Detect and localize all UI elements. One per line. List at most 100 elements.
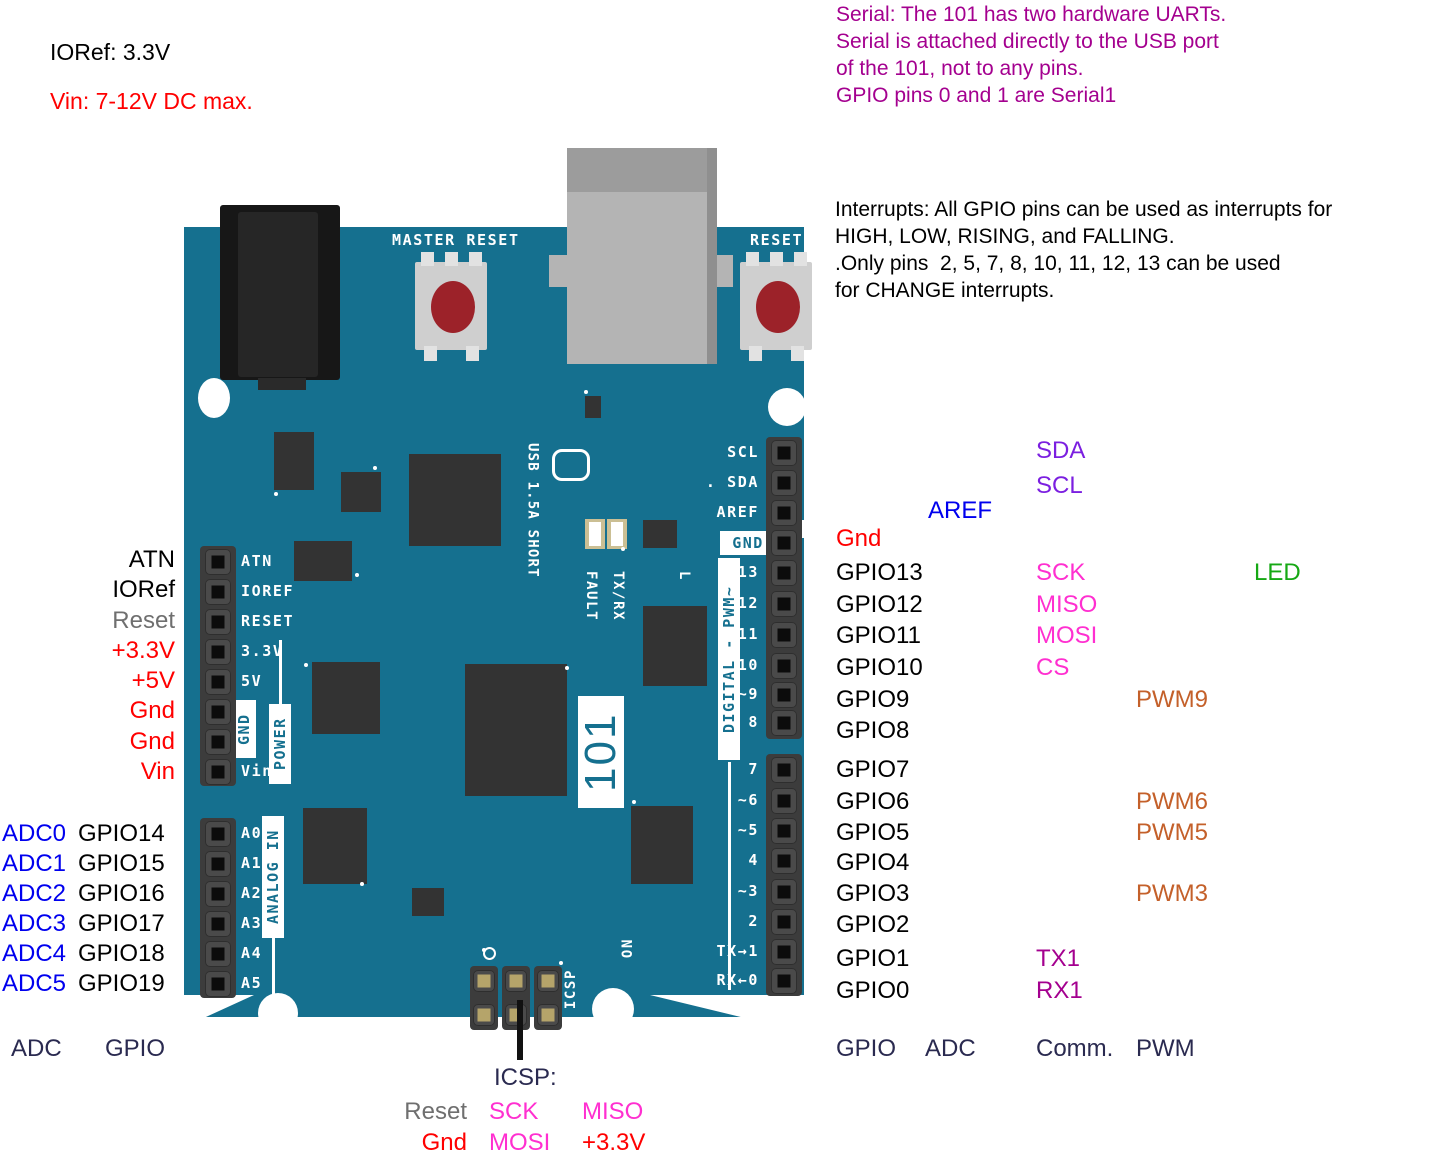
icsp-header-col-1[interactable] bbox=[502, 966, 530, 1030]
digital-top-socket-4[interactable] bbox=[768, 560, 800, 586]
digital-bottom-socket-5[interactable] bbox=[768, 909, 800, 935]
right-gpio-label-16: GPIO1 bbox=[836, 945, 910, 972]
right-legend-pwm: PWM bbox=[1136, 1035, 1195, 1062]
right-gpio-label-4: GPIO13 bbox=[836, 559, 923, 586]
icsp-label-miso: MISO bbox=[582, 1098, 644, 1125]
power-silk-rule bbox=[279, 640, 282, 706]
digital-bottom-socket-6[interactable] bbox=[768, 939, 800, 965]
power-header-socket-4[interactable] bbox=[202, 669, 234, 695]
chip-j bbox=[412, 888, 444, 916]
board-name-101: 101 bbox=[576, 696, 625, 808]
digital-bottom-socket-0[interactable] bbox=[768, 757, 800, 783]
interrupts-note: Interrupts: All GPIO pins can be used as… bbox=[835, 198, 1333, 302]
right-comm-label-4: SCK bbox=[1036, 559, 1086, 586]
analog-header-socket-2[interactable] bbox=[202, 881, 234, 907]
right-aref-label: AREF bbox=[928, 497, 993, 524]
chip-k bbox=[643, 520, 677, 548]
master-reset-leg-tr bbox=[469, 252, 482, 266]
digital-top-socket-6[interactable] bbox=[768, 622, 800, 648]
master-reset-leg-tl bbox=[421, 252, 434, 266]
pcb-dot-1 bbox=[584, 390, 588, 394]
txrx-silk: TX/RX bbox=[610, 571, 626, 622]
power-pin-silk-1: IOREF bbox=[241, 582, 295, 600]
digital-bottom-socket-4[interactable] bbox=[768, 879, 800, 905]
led-ring bbox=[552, 449, 590, 481]
power-header-socket-6[interactable] bbox=[202, 729, 234, 755]
right-gpio-label-13: GPIO4 bbox=[836, 849, 910, 876]
digital-top-socket-8[interactable] bbox=[768, 682, 800, 708]
reset-cap[interactable] bbox=[756, 281, 800, 333]
power-header-socket-5[interactable] bbox=[202, 699, 234, 725]
digital-top-socket-3[interactable] bbox=[768, 530, 800, 556]
analog-header[interactable] bbox=[200, 818, 236, 998]
analog-header-socket-1[interactable] bbox=[202, 851, 234, 877]
digital-top-silk-9: 8 bbox=[748, 713, 759, 731]
icsp-label-sck: SCK bbox=[489, 1098, 539, 1125]
analog-header-socket-4[interactable] bbox=[202, 941, 234, 967]
chip-i bbox=[303, 808, 367, 884]
analog-pin-silk-1: A1 bbox=[241, 854, 263, 872]
usb-tab-right bbox=[713, 255, 733, 287]
left-gpio-label-3: GPIO17 bbox=[78, 910, 165, 937]
left-adc-label-2: ADC2 bbox=[2, 880, 67, 907]
analog-in-silk: ANALOG IN bbox=[262, 816, 284, 938]
right-gpio-label-11: GPIO6 bbox=[836, 788, 910, 815]
digital-top-silk-0: SCL bbox=[727, 443, 759, 461]
vin-note: Vin: 7-12V DC max. bbox=[50, 88, 253, 114]
right-gpio-label-7: GPIO10 bbox=[836, 654, 923, 681]
on-silk: ON bbox=[620, 938, 636, 959]
usb-short-silk: USB 1.5A SHORT bbox=[524, 443, 541, 578]
icsp-header-col-2[interactable] bbox=[534, 966, 562, 1030]
mount-hole-top-left bbox=[198, 378, 230, 418]
master-reset-leg-br bbox=[466, 346, 479, 361]
chip-d bbox=[294, 541, 352, 581]
chip-h bbox=[631, 806, 693, 884]
left-power-label-0: ATN bbox=[128, 546, 175, 573]
fuse-1-core bbox=[589, 522, 601, 546]
right-comm-label-16: TX1 bbox=[1036, 945, 1081, 972]
analog-header-socket-0[interactable] bbox=[202, 821, 234, 847]
right-led-label: LED bbox=[1254, 559, 1301, 586]
digital-top-socket-1[interactable] bbox=[768, 470, 800, 496]
icsp-title: ICSP: bbox=[494, 1064, 557, 1091]
pcb-dot-2 bbox=[274, 492, 278, 496]
digital-top-socket-9[interactable] bbox=[768, 710, 800, 736]
chip-e bbox=[312, 662, 380, 734]
analog-header-socket-5[interactable] bbox=[202, 971, 234, 997]
power-header-socket-0[interactable] bbox=[202, 549, 234, 575]
digital-bottom-socket-1[interactable] bbox=[768, 788, 800, 814]
icsp-leader-line bbox=[517, 1000, 523, 1060]
mount-hole-bottom-right bbox=[592, 988, 634, 1030]
digital-top-socket-0[interactable] bbox=[768, 440, 800, 466]
power-header-socket-1[interactable] bbox=[202, 579, 234, 605]
power-pin-silk-7: Vin bbox=[241, 762, 273, 780]
power-header-socket-3[interactable] bbox=[202, 639, 234, 665]
right-gpio-label-9: GPIO8 bbox=[836, 717, 910, 744]
digital-bottom-socket-3[interactable] bbox=[768, 848, 800, 874]
power-header-socket-7[interactable] bbox=[202, 759, 234, 785]
digital-bottom-silk-5: 2 bbox=[748, 912, 759, 930]
right-comm-label-1: SCL bbox=[1036, 472, 1083, 499]
pcb-dot-8 bbox=[360, 882, 364, 886]
left-power-label-3: +3.3V bbox=[111, 637, 175, 664]
master-reset-cap[interactable] bbox=[431, 281, 475, 333]
reset-leg-tm bbox=[770, 252, 783, 266]
right-gpio-label-14: GPIO3 bbox=[836, 880, 910, 907]
digital-bottom-silk-4: ~3 bbox=[737, 882, 759, 900]
left-adc-label-5: ADC5 bbox=[2, 970, 67, 997]
left-legend-adc: ADC bbox=[11, 1035, 62, 1062]
reset-silk: RESET bbox=[750, 231, 804, 249]
digital-top-socket-2[interactable] bbox=[768, 500, 800, 526]
digital-top-socket-5[interactable] bbox=[768, 591, 800, 617]
l-silk: L bbox=[676, 571, 692, 582]
analog-pin-silk-2: A2 bbox=[241, 884, 263, 902]
analog-header-socket-3[interactable] bbox=[202, 911, 234, 937]
digital-bottom-socket-7[interactable] bbox=[768, 968, 800, 994]
digital-bottom-socket-2[interactable] bbox=[768, 818, 800, 844]
power-header-socket-2[interactable] bbox=[202, 609, 234, 635]
digital-bottom-silk-1: ~6 bbox=[737, 791, 759, 809]
digital-silk-rule bbox=[728, 762, 731, 990]
icsp-header-col-0[interactable] bbox=[470, 966, 498, 1030]
digital-top-socket-7[interactable] bbox=[768, 653, 800, 679]
chip-b bbox=[341, 472, 381, 512]
